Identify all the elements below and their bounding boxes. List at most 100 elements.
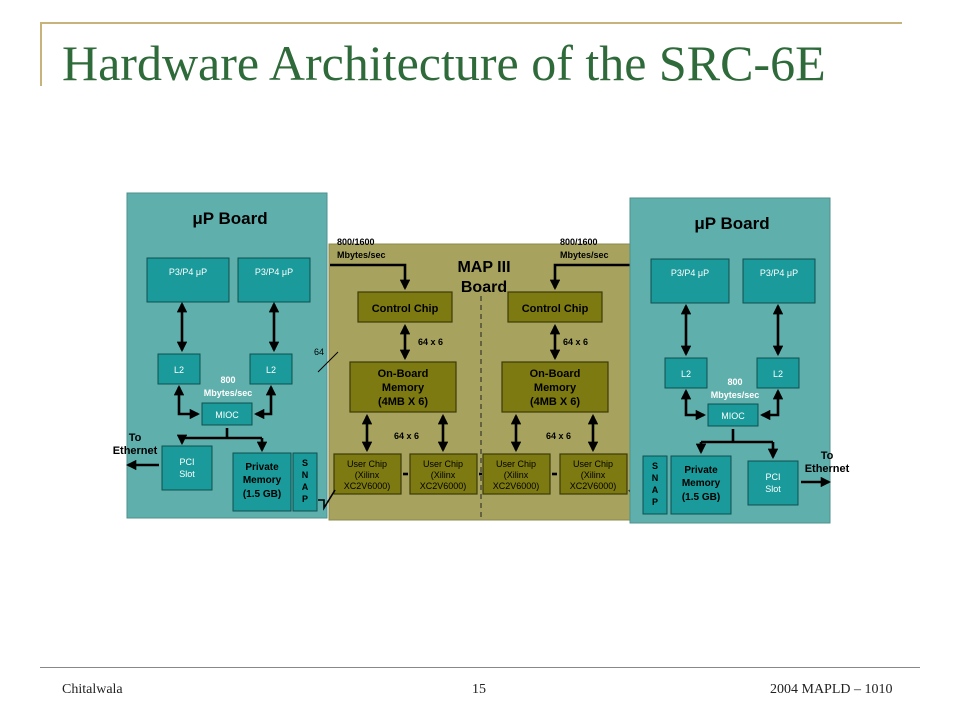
map-memory-right-line3: (4MB X 6) [530,396,580,408]
right-cpu-1 [650,258,730,304]
right-l2-a [664,357,708,389]
map-bus-bottom-right: 64 x 6 [546,431,571,441]
left-snap-n: N [302,470,309,480]
right-private-memory [670,455,732,515]
link-left-line2: Mbytes/sec [337,250,386,260]
map-width-label: 64 [314,347,324,357]
right-l2-b [756,357,800,389]
right-mem-line1: Private [684,465,718,476]
left-board-title: μP Board [192,209,267,228]
right-ethernet-line2: Ethernet [805,463,850,475]
right-l2-b-label: L2 [773,369,783,379]
left-pci-line1: PCI [179,457,194,467]
right-board-title: μP Board [694,214,769,233]
map-control-chip-right [507,291,603,323]
footer-conference: 2004 MAPLD – 1010 [770,682,893,697]
map-user-chip-1-line1: User Chip [347,459,387,469]
map-bus-top-right: 64 x 6 [563,337,588,347]
left-snap-p: P [302,494,308,504]
right-mem-line2: Memory [682,478,721,489]
left-mioc [201,402,253,426]
map-user-chip-1 [333,453,402,495]
map-user-chip-4-line2: (Xilinx [581,470,606,480]
right-snap-n: N [652,473,659,483]
left-ethernet-line1: To [129,432,142,444]
left-l2-b [249,353,293,385]
map-memory-left-line2: Memory [382,382,425,394]
left-snap-s: S [302,458,308,468]
right-pci-line2: Slot [765,484,781,494]
left-ethernet-line2: Ethernet [113,445,158,457]
map-width-tick [317,351,339,373]
left-cpu-1 [146,257,230,303]
map-memory-left [349,361,457,413]
map-user-chip-2 [409,453,478,495]
right-snap [642,455,668,515]
map-user-chip-3-line3: XC2V6000) [493,481,540,491]
right-rate-line1: 800 [727,377,742,387]
right-cpu-2-label: P3/P4 μP [760,268,798,278]
right-l2-a-label: L2 [681,369,691,379]
map-title-line2: Board [461,279,507,296]
map-user-chip-1-line3: XC2V6000) [344,481,391,491]
map-user-chip-2-line3: XC2V6000) [420,481,467,491]
right-snap-a: A [652,485,659,495]
map-user-chip-4-line1: User Chip [573,459,613,469]
map-title-line1: MAP III [457,259,510,276]
left-cpu-2 [237,257,311,303]
link-left-line1: 800/1600 [337,237,375,247]
map-user-chip-3-line1: User Chip [496,459,536,469]
map-user-chip-3 [482,453,551,495]
right-ethernet-line1: To [821,450,834,462]
link-right-line2: Mbytes/sec [560,250,609,260]
right-mioc-label: MIOC [721,411,745,421]
map-memory-right-line1: On-Board [530,368,581,380]
left-pci-slot [161,445,213,491]
left-mem-line3: (1.5 GB) [243,489,281,500]
left-snap [292,452,318,512]
left-snap-a: A [302,482,309,492]
right-snap-p: P [652,497,658,507]
frame-left-rule [40,22,42,86]
map-control-chip-left [357,291,453,323]
footer-rule [40,667,920,668]
left-board-connectors [125,301,280,471]
left-mioc-label: MIOC [215,410,239,420]
map-user-chip-4 [559,453,628,495]
frame-top-rule [40,22,902,24]
map-user-chip-4-line3: XC2V6000) [570,481,617,491]
map-memory-right-line2: Memory [534,382,577,394]
link-right-line1: 800/1600 [560,237,598,247]
right-cpu-2 [742,258,816,304]
footer-author: Chitalwala [62,682,123,697]
map-memory-left-line1: On-Board [378,368,429,380]
left-cpu-2-label: P3/P4 μP [255,267,293,277]
left-l2-a-label: L2 [174,365,184,375]
left-l2-a [157,353,201,385]
right-rate-line2: Mbytes/sec [711,390,760,400]
left-rate-line2: Mbytes/sec [204,388,253,398]
right-snap-s: S [652,461,658,471]
right-mem-line3: (1.5 GB) [682,492,720,503]
left-l2-b-label: L2 [266,365,276,375]
left-cpu-1-label: P3/P4 μP [169,267,207,277]
left-rate-line1: 800 [220,375,235,385]
right-mioc [707,403,759,427]
right-pci-line1: PCI [765,472,780,482]
map-user-chip-2-line2: (Xilinx [431,470,456,480]
left-private-memory [232,452,292,512]
map-bus-top-left: 64 x 6 [418,337,443,347]
left-mem-line2: Memory [243,475,282,486]
right-pci-slot [747,460,799,506]
map-memory-left-line3: (4MB X 6) [378,396,428,408]
left-mem-line1: Private [245,462,279,473]
right-cpu-1-label: P3/P4 μP [671,268,709,278]
map-memory-right [501,361,609,413]
map-control-chip-right-label: Control Chip [522,303,589,315]
slide-title: Hardware Architecture of the SRC-6E [62,35,826,91]
map-control-chip-left-label: Control Chip [372,303,439,315]
right-board-connectors [680,303,832,488]
left-pci-line2: Slot [179,469,195,479]
footer-page-number: 15 [472,682,486,697]
